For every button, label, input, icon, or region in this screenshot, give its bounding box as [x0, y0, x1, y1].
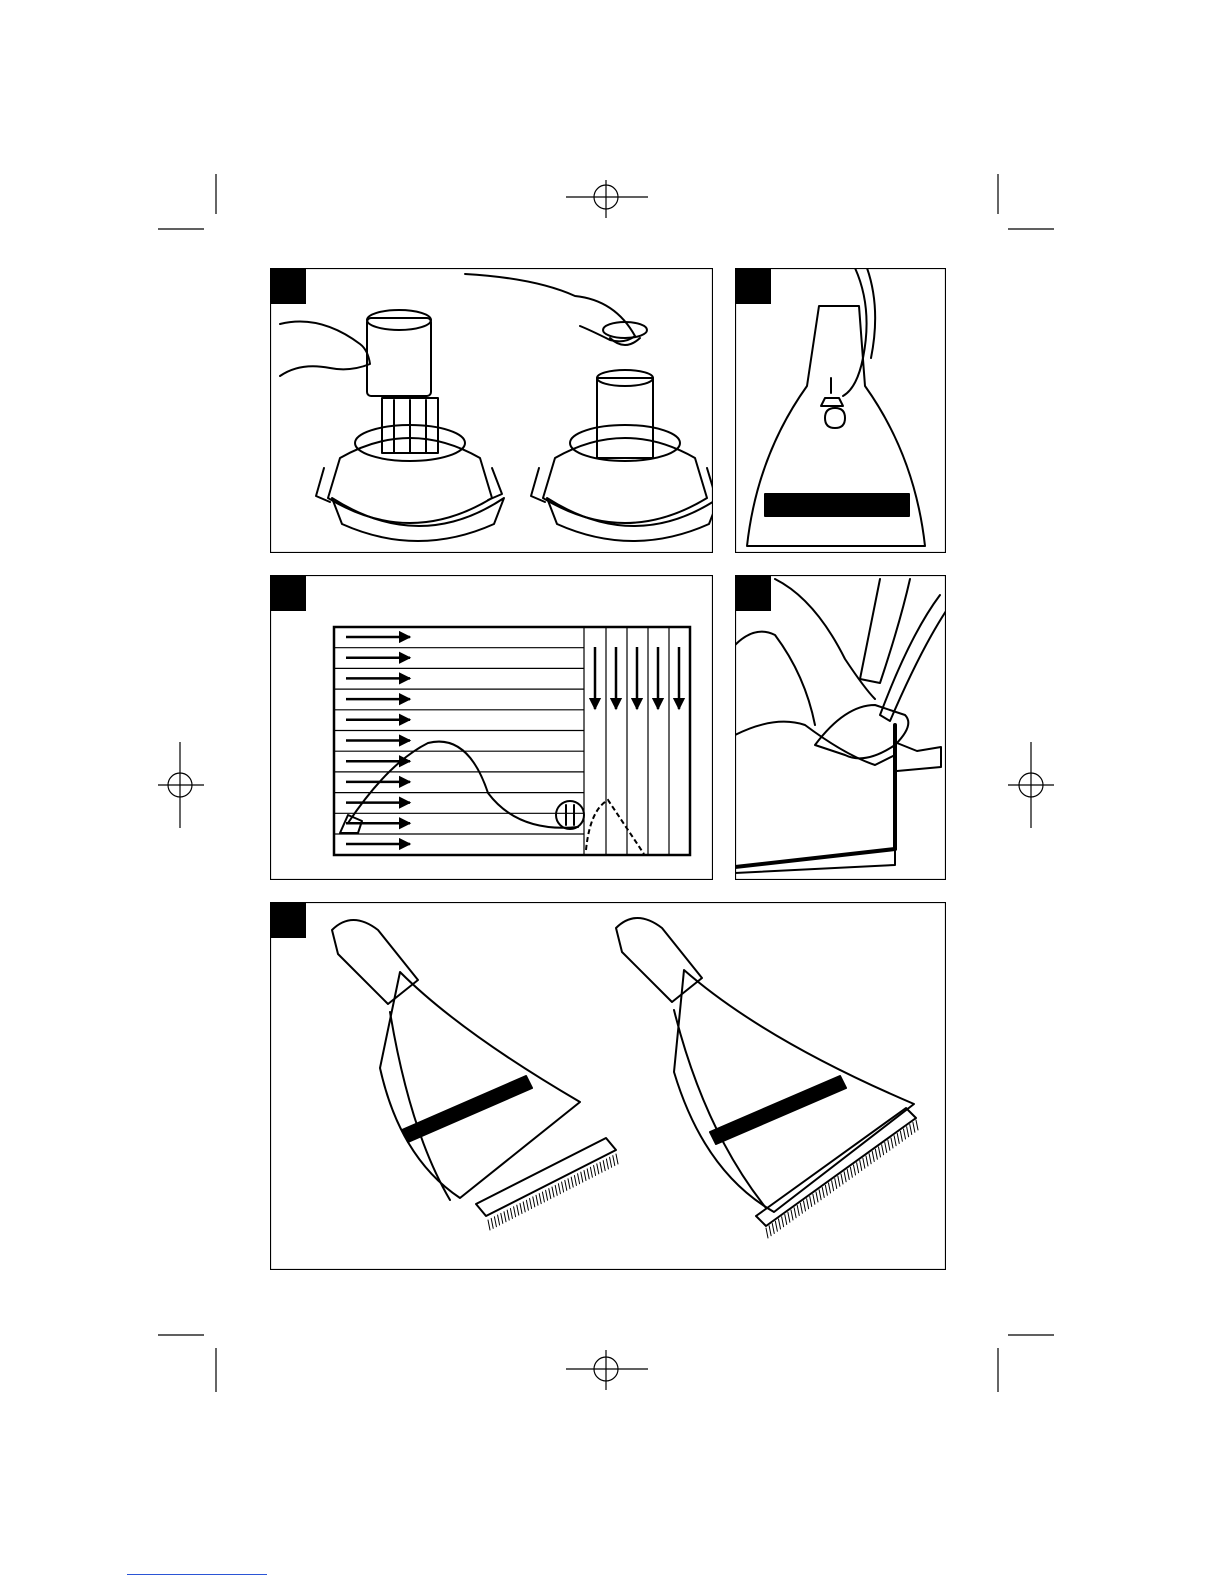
panel-filter-removal [270, 268, 713, 553]
figure-number-badge [270, 268, 306, 304]
figure-number-badge [735, 268, 771, 304]
figure-number-badge [735, 575, 771, 611]
panel-upholstery-cleaning [735, 575, 946, 880]
panel-cleaning-pattern [270, 575, 713, 880]
panel-nozzle-connection [735, 268, 946, 553]
footer-link-underline [127, 1574, 267, 1575]
figure-number-badge [270, 575, 306, 611]
figure-number-badge [270, 902, 306, 938]
panel-squeegee-attachment [270, 902, 946, 1270]
